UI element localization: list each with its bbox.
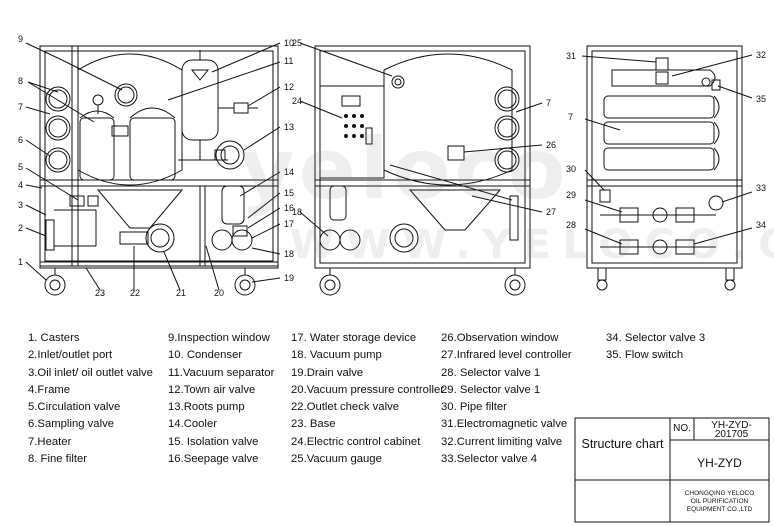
callout-number: 35 bbox=[756, 94, 766, 104]
legend-item: 22.Outlet check valve bbox=[291, 401, 400, 414]
callout-number: 18 bbox=[292, 207, 302, 217]
legend-item: 30. Pipe filter bbox=[441, 401, 507, 414]
number-label: NO. bbox=[673, 423, 691, 434]
middle-view bbox=[299, 42, 543, 296]
callout-number: 24 bbox=[292, 96, 302, 106]
legend-item: 18. Vacuum pump bbox=[291, 349, 382, 362]
model-name: YH-ZYD bbox=[697, 456, 742, 470]
callout-number: 22 bbox=[130, 288, 140, 298]
company-line-2: OIL PURIFICATION bbox=[690, 498, 749, 505]
legend-item: 29. Selector valve 1 bbox=[441, 383, 541, 396]
legend-item: 17. Water storage device bbox=[291, 332, 417, 344]
callout-number: 18 bbox=[284, 249, 294, 259]
callout-number: 28 bbox=[566, 220, 576, 230]
company-line-3: EQUIPMENT CO.,LTD bbox=[686, 506, 753, 513]
callout-number: 10 bbox=[284, 38, 294, 48]
legend-item: 16.Seepage valve bbox=[168, 453, 259, 466]
legend-item: 24.Electric control cabinet bbox=[291, 435, 421, 448]
legend-item: 14.Cooler bbox=[168, 418, 217, 431]
legend-item: 33.Selector valve 4 bbox=[441, 453, 538, 466]
legend-column-2: 9.Inspection window 10. Condenser 11.Vacuu… bbox=[168, 330, 274, 468]
legend-item: 32.Current limiting valve bbox=[441, 435, 563, 448]
legend-item: 1. Casters bbox=[28, 332, 80, 344]
callout-number: 15 bbox=[284, 188, 294, 198]
legend-item: 34. Selector valve 3 bbox=[606, 332, 706, 344]
legend-item: 5.Circulation valve bbox=[28, 401, 121, 414]
callout-number: 1 bbox=[18, 257, 23, 267]
legend-item: 23. Base bbox=[291, 418, 336, 431]
callout-number: 8 bbox=[18, 76, 23, 86]
legend-item: 13.Roots pump bbox=[168, 401, 245, 414]
callout-number: 29 bbox=[566, 190, 576, 200]
callout-number: 32 bbox=[756, 50, 766, 60]
legend-item: 28. Selector valve 1 bbox=[441, 366, 541, 379]
callout-number: 21 bbox=[176, 288, 186, 298]
legend-item: 31.Electromagnetic valve bbox=[441, 418, 568, 431]
legend-column-1: 1. Casters 2.Inlet/outlet port 3.Oil inlet… bbox=[28, 330, 153, 468]
legend-item: 25.Vacuum gauge bbox=[291, 453, 382, 466]
legend-item: 11.Vacuum separator bbox=[168, 366, 275, 379]
legend-item: 2.Inlet/outlet port bbox=[28, 349, 113, 362]
right-view bbox=[581, 45, 753, 291]
callout-number: 13 bbox=[284, 122, 294, 132]
number-value-line-2: 201705 bbox=[714, 429, 749, 440]
callout-number: 20 bbox=[214, 288, 224, 298]
title-block bbox=[574, 417, 770, 523]
legend-item: 9.Inspection window bbox=[168, 332, 270, 344]
callout-number: 23 bbox=[95, 288, 105, 298]
legend-item: 7.Heater bbox=[28, 435, 72, 448]
left-view bbox=[25, 42, 281, 296]
callout-number: 30 bbox=[566, 164, 576, 174]
callout-number: 4 bbox=[18, 180, 23, 190]
legend-column-4: 26.Observation window 27.Infrared level c… bbox=[441, 330, 572, 468]
company-name: CHONGQING YELOCO OIL PURIFICATION EQUIPM… bbox=[670, 490, 769, 514]
legend-item: 4.Frame bbox=[28, 383, 71, 396]
callout-number: 16 bbox=[284, 203, 294, 213]
callout-number: 12 bbox=[284, 82, 294, 92]
legend-item: 3.Oil inlet/ oil outlet valve bbox=[28, 366, 153, 379]
legend-item: 27.Infrared level controller bbox=[441, 349, 572, 362]
callout-number: 3 bbox=[18, 200, 23, 210]
callout-number: 7 bbox=[18, 102, 23, 112]
callout-number: 9 bbox=[18, 34, 23, 44]
company-line-1: CHONGQING YELOCO bbox=[684, 490, 755, 497]
legend-item: 8. Fine filter bbox=[28, 453, 88, 466]
callout-number: 34 bbox=[756, 220, 766, 230]
legend-item: 6.Sampling valve bbox=[28, 418, 115, 431]
legend-item: 26.Observation window bbox=[441, 332, 559, 344]
callout-number: 5 bbox=[18, 162, 23, 172]
legend-column-3: 17. Water storage device 18. Vacuum pump 1… bbox=[291, 330, 444, 468]
legend-item: 35. Flow switch bbox=[606, 349, 684, 362]
callout-number: 27 bbox=[546, 207, 556, 217]
legend-item: 20.Vacuum pressure controller bbox=[291, 383, 444, 396]
callout-number: 7 bbox=[546, 98, 551, 108]
legend-item: 10. Condenser bbox=[168, 349, 243, 362]
legend-item: 15. Isolation valve bbox=[168, 435, 259, 448]
callout-number: 11 bbox=[284, 56, 293, 66]
number-value-line-1: YH-ZYD- bbox=[711, 420, 752, 431]
legend-column-5: 34. Selector valve 3 35. Flow switch bbox=[606, 330, 705, 365]
callout-number: 6 bbox=[18, 135, 23, 145]
callout-number: 31 bbox=[566, 51, 576, 61]
callout-number: 26 bbox=[546, 140, 556, 150]
callout-number: 7 bbox=[568, 112, 573, 122]
chart-name: Structure chart bbox=[581, 437, 664, 451]
callout-number: 17 bbox=[284, 219, 294, 229]
callout-number: 14 bbox=[284, 167, 294, 177]
callout-number: 33 bbox=[756, 183, 766, 193]
legend-item: 19.Drain valve bbox=[291, 366, 364, 379]
callout-number: 25 bbox=[292, 38, 302, 48]
legend-item: 12.Town air valve bbox=[168, 383, 256, 396]
callout-number: 19 bbox=[284, 273, 294, 283]
callout-number: 2 bbox=[18, 223, 23, 233]
